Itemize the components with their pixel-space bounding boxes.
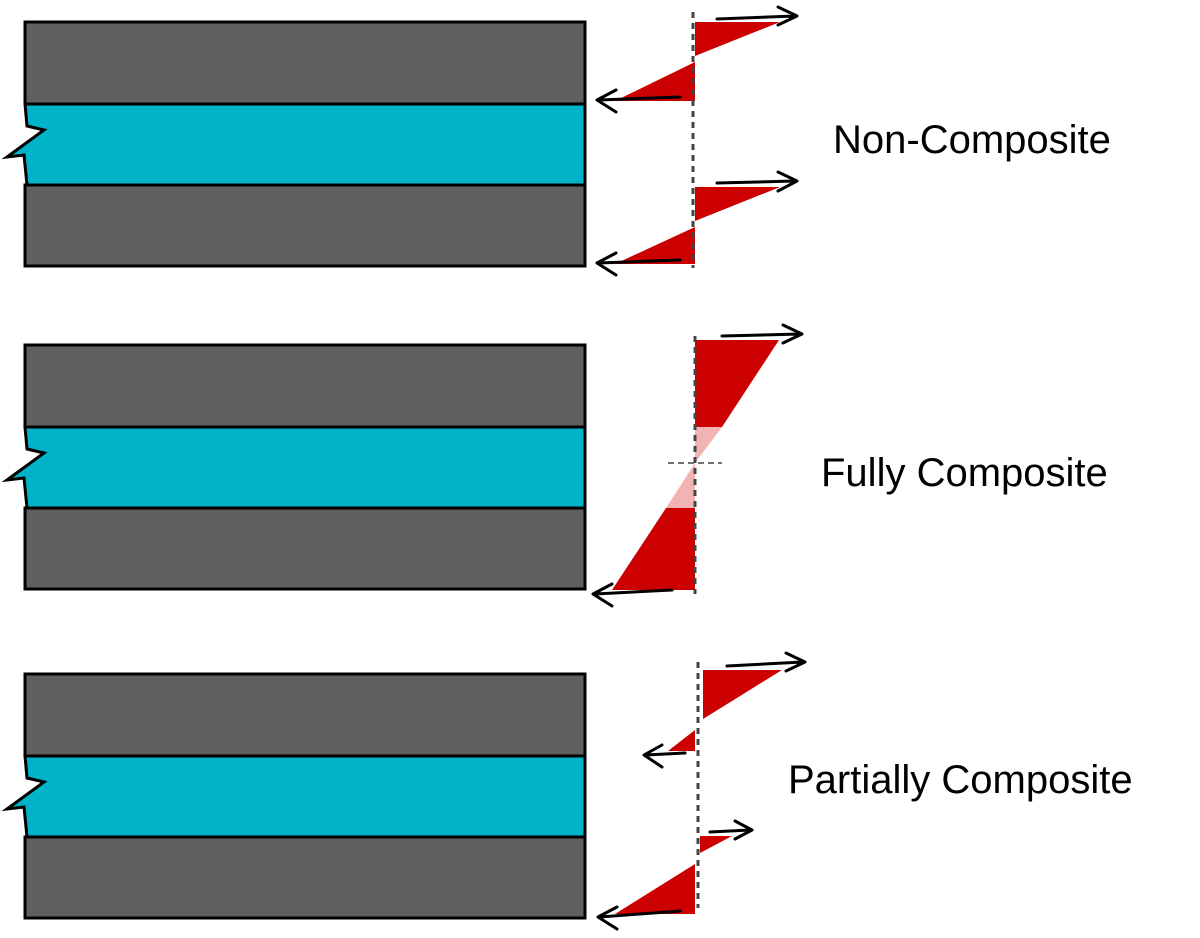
stress-block-upper-compression bbox=[668, 730, 695, 751]
stress-block-upper-tension bbox=[695, 22, 780, 56]
arrow-mid-left bbox=[642, 743, 687, 769]
case-fully-composite: Fully Composite bbox=[1, 323, 1108, 608]
case-non-composite: Non-Composite bbox=[1, 5, 1111, 277]
arrow-top-right bbox=[715, 5, 799, 27]
bottom-outer-layer bbox=[23, 506, 587, 591]
bottom-outer-layer bbox=[23, 835, 587, 920]
core-layer bbox=[1, 754, 587, 839]
arrow-bottom-left bbox=[596, 905, 682, 931]
stress-block-upper-tension bbox=[703, 670, 782, 719]
case-partially-composite: Partially Composite bbox=[1, 651, 1133, 931]
stress-diagram bbox=[591, 323, 804, 608]
arrow-lower-right bbox=[715, 170, 799, 193]
top-outer-layer bbox=[23, 672, 587, 758]
arrow-bottom-left bbox=[591, 582, 674, 608]
arrow-mid-left bbox=[595, 88, 682, 114]
stress-block-lower-tension bbox=[700, 836, 732, 853]
core-layer bbox=[1, 102, 587, 187]
stress-core-upper-faded bbox=[695, 427, 722, 463]
beam-section bbox=[1, 20, 587, 268]
beam-section bbox=[1, 672, 587, 920]
stress-block-lower-compression bbox=[615, 227, 695, 264]
stress-block-upper-compression bbox=[615, 62, 695, 101]
stress-diagram bbox=[596, 651, 807, 931]
arrow-lower-right bbox=[708, 819, 754, 841]
case-label: Partially Composite bbox=[788, 758, 1133, 802]
stress-block-lower-compression bbox=[615, 864, 695, 914]
stress-block-bottom-compression bbox=[612, 508, 695, 590]
beam-section bbox=[1, 343, 587, 591]
case-label: Fully Composite bbox=[821, 451, 1108, 495]
core-layer bbox=[1, 425, 587, 510]
top-outer-layer bbox=[23, 343, 587, 429]
stress-diagram bbox=[595, 5, 799, 277]
arrow-top-right bbox=[720, 323, 804, 345]
case-label: Non-Composite bbox=[833, 118, 1111, 162]
bottom-outer-layer bbox=[23, 183, 587, 268]
arrow-top-right bbox=[725, 651, 807, 673]
top-outer-layer bbox=[23, 20, 587, 106]
arrow-bottom-left bbox=[595, 251, 682, 277]
stress-block-top-tension bbox=[695, 340, 779, 427]
stress-block-lower-tension bbox=[695, 187, 780, 221]
stress-core-lower-faded bbox=[666, 463, 695, 508]
